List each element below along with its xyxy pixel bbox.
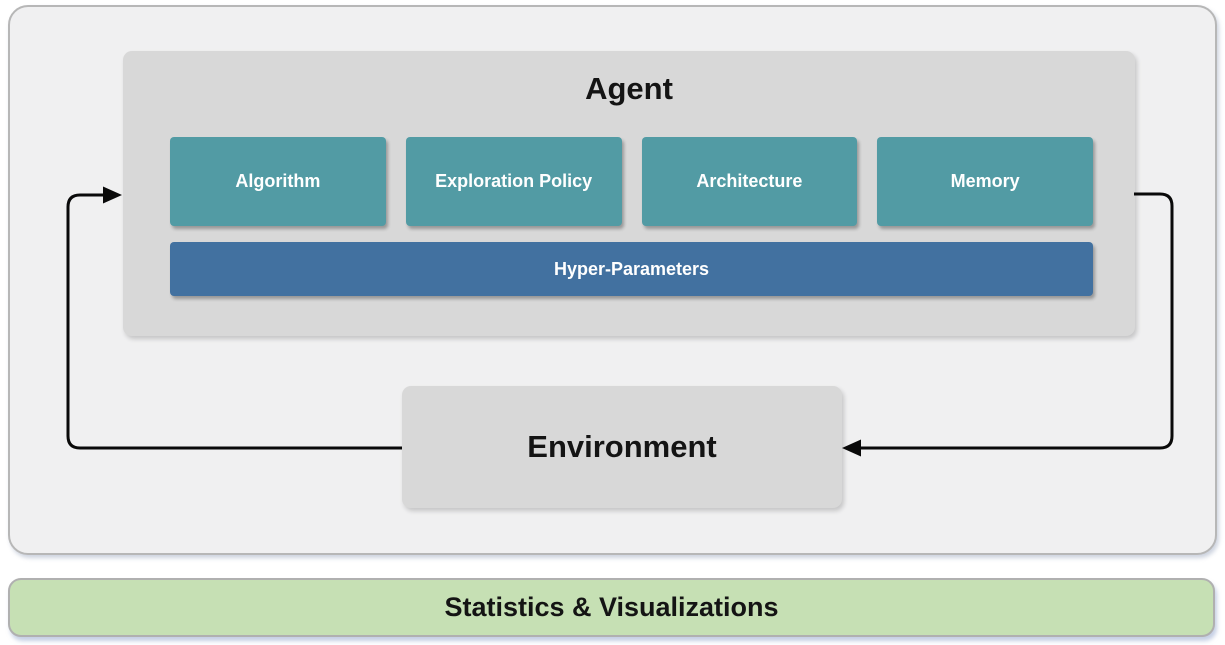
hyper-parameters-bar: Hyper-Parameters bbox=[170, 242, 1093, 296]
statistics-visualizations-bar: Statistics & Visualizations bbox=[8, 578, 1215, 637]
module-exploration-policy: Exploration Policy bbox=[405, 137, 622, 226]
agent-modules-row: Algorithm Exploration Policy Architectur… bbox=[170, 137, 1093, 226]
module-memory: Memory bbox=[877, 137, 1093, 226]
agent-title: Agent bbox=[585, 71, 673, 106]
module-algorithm: Algorithm bbox=[170, 137, 386, 226]
environment-box: Environment bbox=[402, 386, 842, 508]
agent-panel: Agent Algorithm Exploration Policy Archi… bbox=[123, 51, 1135, 336]
module-architecture: Architecture bbox=[641, 137, 858, 226]
